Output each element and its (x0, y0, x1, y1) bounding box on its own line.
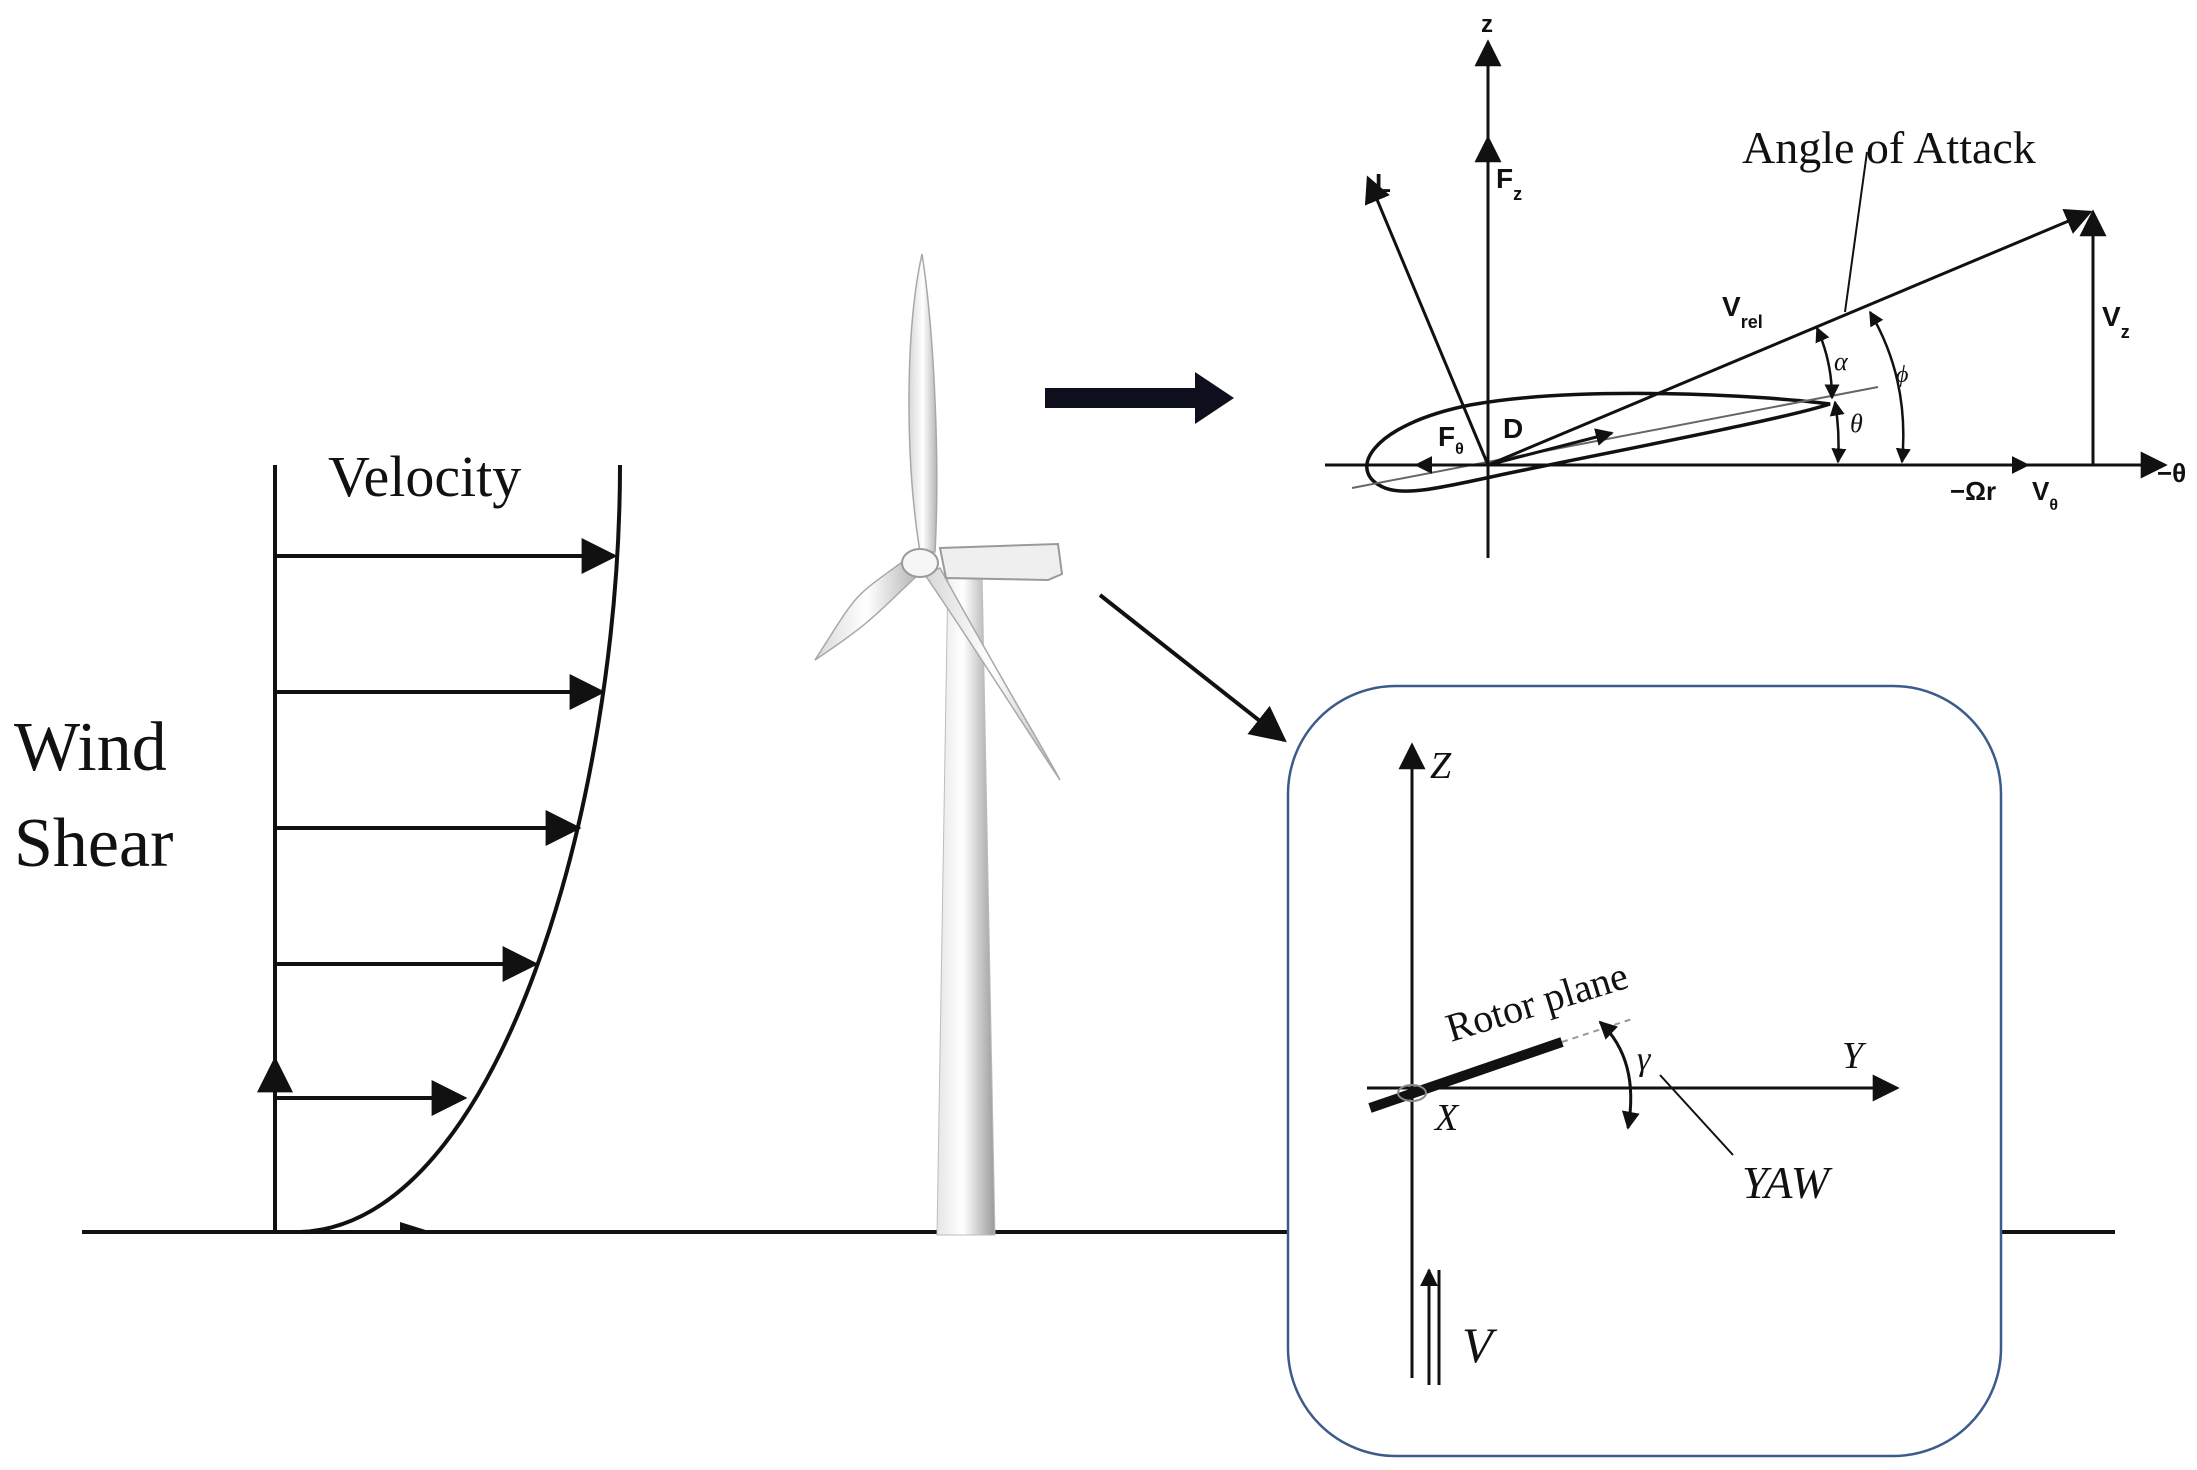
phi-arc (1868, 310, 1911, 464)
yaw-label: YAW (1742, 1157, 1833, 1208)
label-phi: ϕ (1896, 362, 1908, 388)
aoa-leader (1844, 151, 1868, 313)
yaw-inset-frame (1286, 684, 2003, 1458)
label-ftheta: Fθ (1438, 421, 1464, 458)
turbine-blade-up (908, 253, 938, 553)
airfoil-force-diagram: z L Fz Angle of Attack Vrel Vz α ϕ θ Fθ … (1325, 11, 2186, 558)
yaw-angle-arc (1598, 1020, 1640, 1130)
velocity-arrow-6-head (400, 1222, 432, 1232)
label-vtheta: Vθ (2032, 476, 2058, 514)
yaw-label-gamma: γ (1637, 1041, 1652, 1078)
wind-turbine (814, 253, 1064, 1236)
label-drag: D (1503, 413, 1523, 444)
label-lift: L (1375, 168, 1391, 198)
label-fz: Fz (1496, 163, 1522, 204)
turbine-nacelle (938, 542, 1064, 582)
label-minus-theta: −θ (2157, 458, 2186, 488)
label-theta: θ (1850, 409, 1863, 438)
wind-shear-profile: Velocity Wind Shear (14, 444, 622, 1234)
yaw-label-y: Y (1842, 1035, 1867, 1077)
chord-line (1351, 386, 1879, 489)
label-alpha: α (1834, 347, 1849, 376)
theta-arc (1829, 400, 1847, 464)
turbine-blade-left (814, 558, 920, 661)
wind-shear-title-line2: Shear (14, 805, 173, 882)
airfoil-shape (1365, 391, 1831, 493)
label-vrel: Vrel (1722, 291, 1763, 332)
yaw-leader (1659, 1074, 1734, 1156)
rotor-plane-dashed (1561, 1017, 1636, 1043)
turbine-blade-right (923, 567, 1061, 781)
big-arrow-to-airfoil (1045, 372, 1234, 424)
velocity-profile-curve (299, 464, 622, 1234)
turbine-hub (901, 548, 939, 578)
yaw-inset: Z Y X Rotor plane γ YAW V (1286, 684, 2003, 1458)
label-omega-r: −Ωr (1950, 476, 1996, 506)
label-z: z (1481, 11, 1493, 38)
arrow-to-yaw-inset (1098, 593, 1287, 743)
label-angle-of-attack: Angle of Attack (1742, 122, 2036, 173)
yaw-label-z: Z (1430, 745, 1452, 787)
velocity-label: Velocity (328, 444, 521, 509)
alpha-arc (1815, 326, 1840, 400)
drag-vector (1487, 428, 1614, 467)
label-vz: Vz (2102, 301, 2130, 342)
rotor-plane-bar (1368, 1037, 1564, 1113)
rotor-hub-circle (1397, 1084, 1427, 1102)
wind-shear-title-line1: Wind (14, 709, 167, 786)
turbine-tower (936, 571, 996, 1236)
yaw-label-v: V (1462, 1317, 1498, 1373)
vrel-vector (1487, 208, 2093, 467)
lift-vector (1364, 175, 1490, 466)
yaw-label-x: X (1433, 1097, 1460, 1139)
